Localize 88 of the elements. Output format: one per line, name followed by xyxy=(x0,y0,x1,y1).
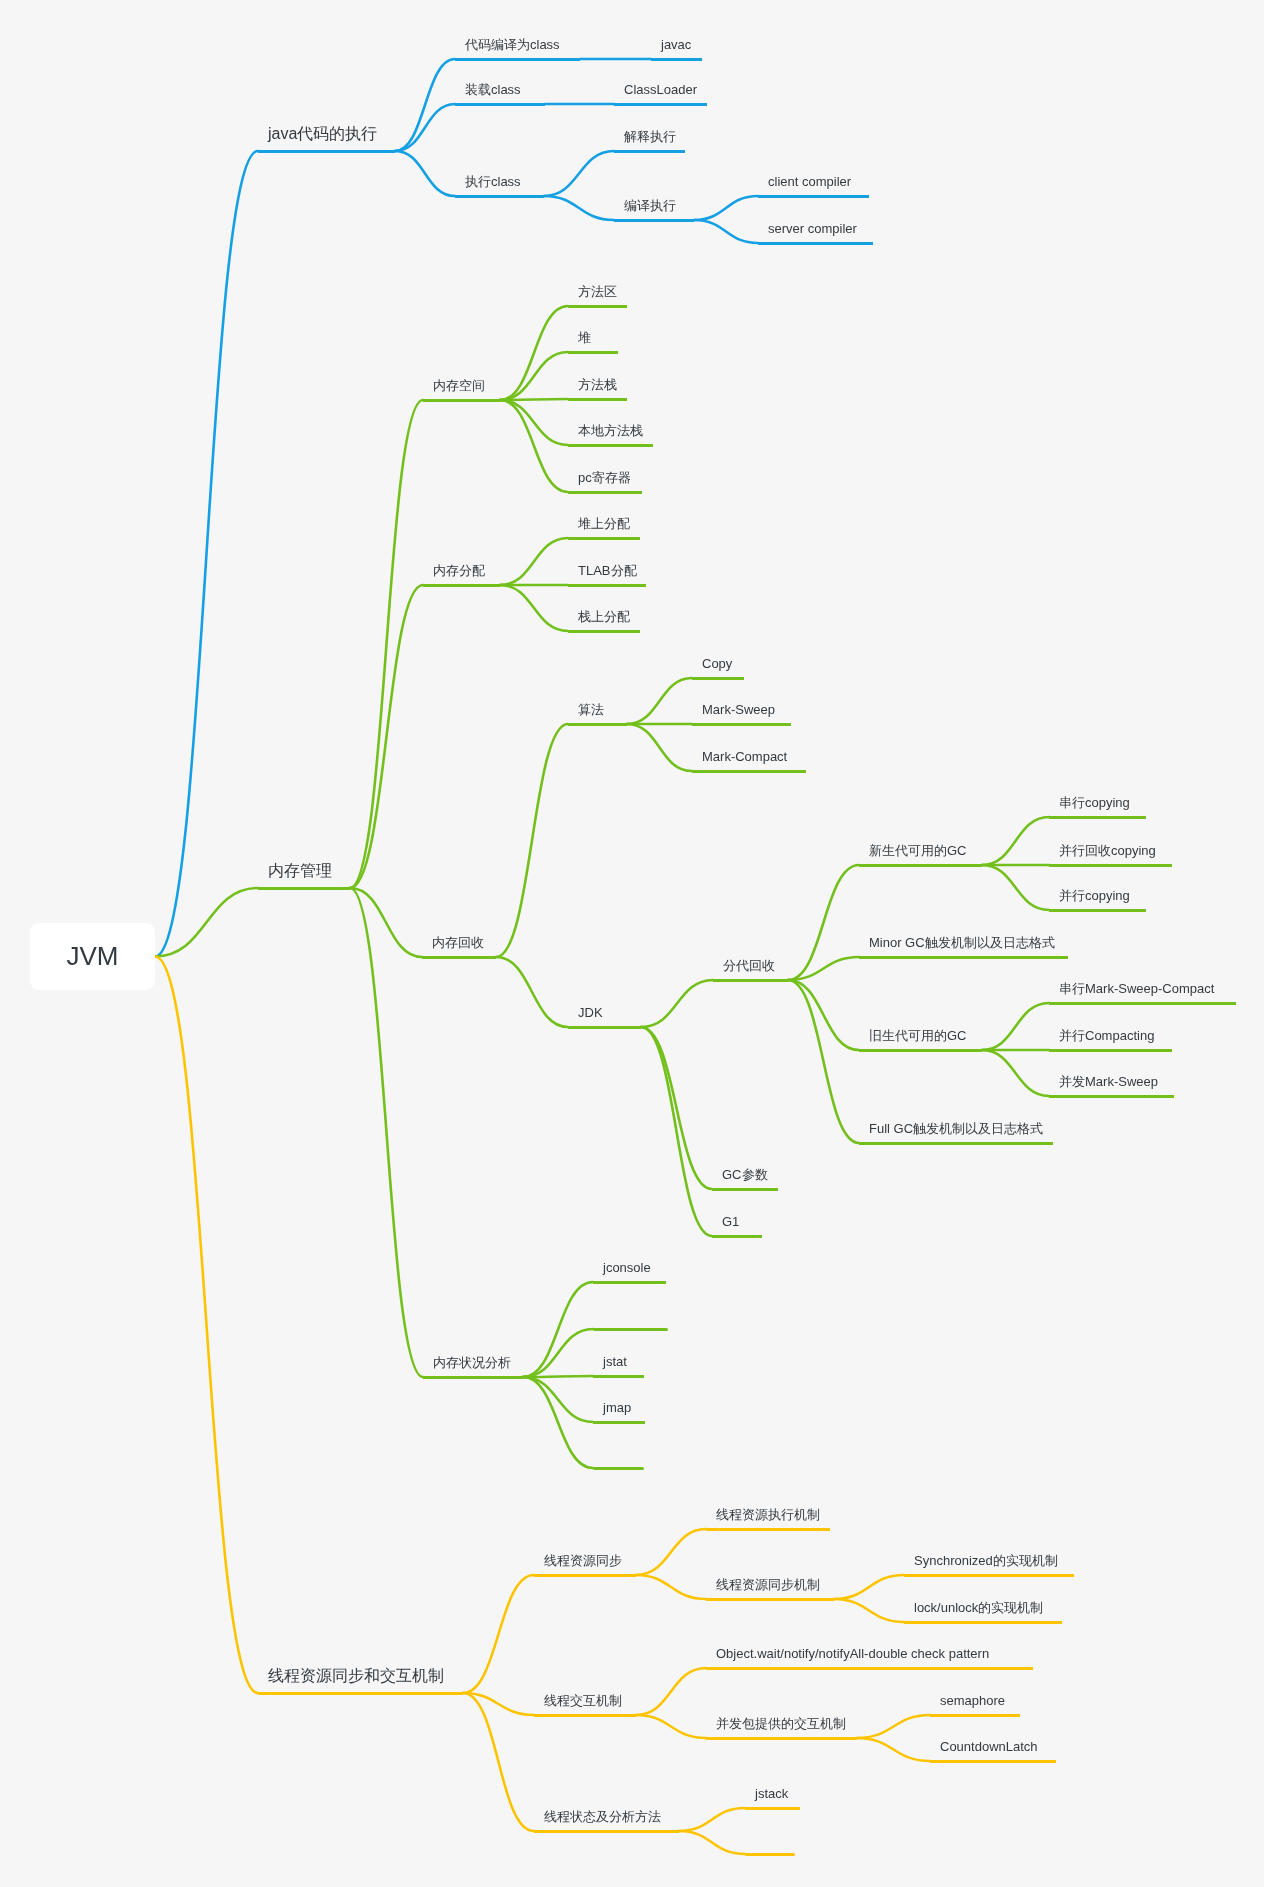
branch-topic: 栈上分配 xyxy=(568,607,640,633)
branch-line xyxy=(677,1829,747,1856)
branch-line xyxy=(153,955,260,1695)
branch-topic: 分代回收 xyxy=(713,956,788,982)
branch-topic: 内存回收 xyxy=(422,933,496,959)
branch-topic: 线程资源同步 xyxy=(534,1551,636,1577)
branch-topic: Mark-Sweep xyxy=(692,700,791,726)
branch-line xyxy=(393,57,457,153)
branch-topic: 堆上分配 xyxy=(568,514,640,540)
empty-topic-underline xyxy=(593,1327,668,1331)
branch-topic: 线程交互机制 xyxy=(534,1691,636,1717)
branch-topic: 内存空间 xyxy=(423,376,500,402)
branch-topic: 线程资源同步机制 xyxy=(706,1575,834,1601)
branch-topic: Object.wait/notify/notifyAll-double check pattern xyxy=(706,1644,1033,1670)
branch-line xyxy=(498,583,570,633)
branch-topic: 线程资源同步和交互机制 xyxy=(258,1665,463,1695)
branch-topic: GC参数 xyxy=(712,1165,778,1191)
branch-topic: 方法栈 xyxy=(568,375,627,401)
branch-topic: server compiler xyxy=(758,219,873,245)
branch-topic: 并发Mark-Sweep xyxy=(1049,1072,1174,1098)
branch-topic: Minor GC触发机制以及日志格式 xyxy=(859,933,1068,959)
branch-topic: 新生代可用的GC xyxy=(859,841,982,867)
branch-line xyxy=(494,955,570,1029)
branch-topic: TLAB分配 xyxy=(568,561,646,587)
branch-topic: G1 xyxy=(712,1212,762,1238)
branch-line xyxy=(543,102,616,106)
branch-line xyxy=(578,57,653,61)
branch-topic: lock/unlock的实现机制 xyxy=(904,1598,1062,1624)
branch-line xyxy=(639,1025,714,1238)
branch-topic: 内存分配 xyxy=(423,561,500,587)
branch-topic: ClassLoader xyxy=(614,80,707,106)
branch-line xyxy=(348,886,425,1379)
branch-topic: javac xyxy=(651,35,702,61)
branch-line xyxy=(980,1048,1051,1098)
branch-topic: 编译执行 xyxy=(614,196,694,222)
branch-line xyxy=(498,304,570,402)
branch-line xyxy=(393,149,457,198)
branch-line xyxy=(494,722,570,959)
branch-topic: 内存管理 xyxy=(258,860,350,890)
branch-topic: client compiler xyxy=(758,172,869,198)
branch-line xyxy=(634,1573,708,1601)
empty-topic-underline xyxy=(745,1852,795,1856)
branch-topic: 旧生代可用的GC xyxy=(859,1026,982,1052)
branch-topic: 内存状况分析 xyxy=(423,1353,523,1379)
branch-topic: 并行Compacting xyxy=(1049,1026,1172,1052)
branch-topic: 方法区 xyxy=(568,282,627,308)
branch-topic: 并发包提供的交互机制 xyxy=(706,1714,857,1740)
branch-topic: Mark-Compact xyxy=(692,747,806,773)
branch-topic: 堆 xyxy=(568,328,618,354)
branch-topic: 执行class xyxy=(455,172,544,198)
root-topic: JVM xyxy=(30,923,155,990)
empty-topic-underline xyxy=(593,1466,644,1470)
branch-line xyxy=(521,1375,595,1470)
branch-topic: CountdownLatch xyxy=(930,1737,1056,1763)
branch-topic: Synchronized的实现机制 xyxy=(904,1551,1074,1577)
branch-topic: 本地方法栈 xyxy=(568,421,653,447)
branch-line xyxy=(348,583,425,890)
branch-line xyxy=(634,1713,708,1740)
branch-line xyxy=(542,194,616,222)
branch-topic: semaphore xyxy=(930,1691,1020,1717)
branch-topic: 装载class xyxy=(455,80,545,106)
branch-topic: 线程状态及分析方法 xyxy=(534,1807,679,1833)
branch-line xyxy=(521,1280,595,1379)
branch-line xyxy=(625,722,694,773)
branch-topic: jmap xyxy=(593,1398,645,1424)
branch-line xyxy=(832,1597,906,1624)
branch-line xyxy=(855,1736,932,1763)
branch-topic: jconsole xyxy=(593,1258,666,1284)
branch-topic: 并行回收copying xyxy=(1049,841,1172,867)
branch-topic: 串行copying xyxy=(1049,793,1146,819)
branch-topic: JDK xyxy=(568,1003,641,1029)
branch-topic: jstat xyxy=(593,1352,644,1378)
branch-line xyxy=(980,863,1051,912)
branch-topic: 串行Mark-Sweep-Compact xyxy=(1049,979,1236,1005)
branch-topic: Full GC触发机制以及日志格式 xyxy=(859,1119,1053,1145)
branch-line xyxy=(786,978,861,1145)
branch-topic: 算法 xyxy=(568,700,627,726)
branch-topic: jstack xyxy=(745,1784,800,1810)
branch-line xyxy=(498,398,570,494)
branch-topic: java代码的执行 xyxy=(258,123,395,153)
branch-line xyxy=(461,1691,536,1833)
branch-topic: 并行copying xyxy=(1049,886,1146,912)
branch-topic: 解释执行 xyxy=(614,127,685,153)
branch-topic: 代码编译为class xyxy=(455,35,580,61)
branch-topic: pc寄存器 xyxy=(568,468,642,494)
branch-topic: Copy xyxy=(692,654,744,680)
branch-topic: 线程资源执行机制 xyxy=(706,1505,830,1531)
branch-line xyxy=(692,218,760,245)
